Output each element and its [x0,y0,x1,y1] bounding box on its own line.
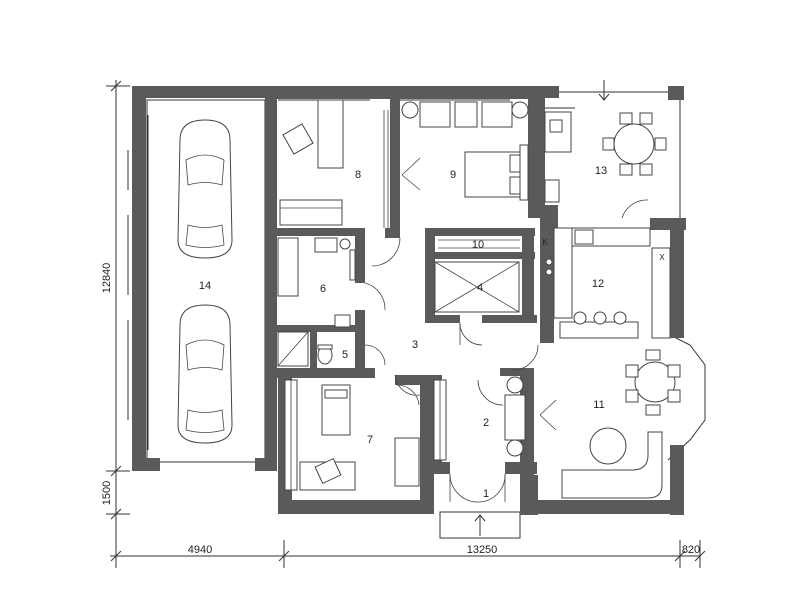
room-label-2: 2 [483,417,489,429]
room-label-9: 9 [450,169,456,181]
dimension-bottom-2: 13250 [467,544,498,556]
dimension-bottom-3: 820 [682,544,700,556]
room-label-14: 14 [199,280,211,292]
furniture [177,99,681,499]
room-labels: 1 2 3 4 5 6 7 8 9 10 11 12 13 14 K X [199,165,665,500]
dimension-left-2: 1500 [101,481,113,505]
room-label-6: 6 [320,283,326,295]
walls [132,86,686,515]
room-label-4: 4 [477,282,483,294]
room-label-11: 11 [593,399,604,411]
room-label-8: 8 [355,169,361,181]
room-label-12: 12 [592,278,604,290]
appliance-label-x: X [659,253,665,262]
dimension-bottom-1: 4940 [188,544,212,556]
doors [364,110,649,503]
dimension-left-1: 12840 [101,263,113,294]
car-bottom [177,304,233,444]
room-label-5: 5 [342,349,348,361]
room-label-13: 13 [595,165,607,177]
appliance-label-k: K [542,238,548,247]
room-label-1: 1 [483,488,489,500]
room-label-10: 10 [472,239,484,251]
car-top [177,119,233,259]
room-label-3: 3 [412,339,418,351]
dimension-lines: 4940 13250 820 12840 1500 [101,80,706,568]
room-label-7: 7 [367,434,373,446]
